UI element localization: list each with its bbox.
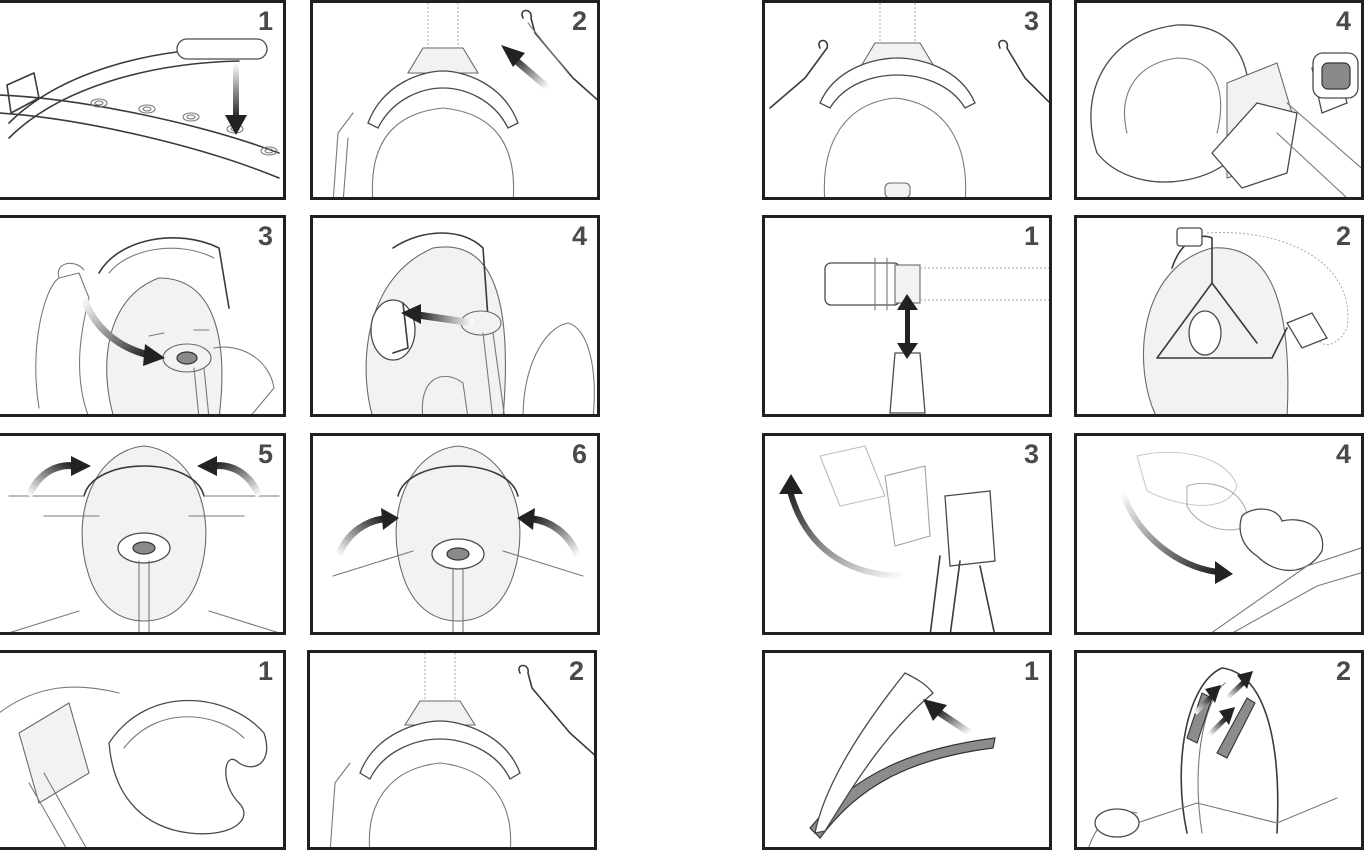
instruction-panel-d2: 2 <box>1074 215 1364 417</box>
step-number: 5 <box>257 439 273 469</box>
instruction-panel-b1: 1 <box>0 650 286 850</box>
front-view-top-straps-illustration <box>8 445 280 632</box>
cushion-detach-illustration <box>0 686 268 847</box>
frame-clip-illustration <box>329 653 594 847</box>
front-view-lower-straps-illustration <box>332 445 584 632</box>
step-number: 4 <box>1335 439 1351 469</box>
clip-rotation-illustration <box>819 445 996 632</box>
step-number: 1 <box>257 6 273 36</box>
step-number: 2 <box>1335 221 1351 251</box>
instruction-panel-d4: 4 <box>1074 433 1364 635</box>
instruction-panel-a3: 3 <box>0 215 286 417</box>
step-number: 2 <box>571 6 587 36</box>
instruction-panel-c3: 3 <box>762 0 1052 200</box>
mask-frame-illustration <box>332 3 597 197</box>
instruction-panel-d1: 1 <box>762 215 1052 417</box>
step-number: 3 <box>1023 6 1039 36</box>
step-number: 3 <box>257 221 273 251</box>
step-number: 4 <box>571 221 587 251</box>
instruction-panel-e1: 1 <box>762 650 1052 850</box>
instruction-panel-b2: 2 <box>307 650 597 850</box>
step-number: 3 <box>1023 439 1039 469</box>
peel-arrow-icon <box>923 699 972 736</box>
step-number: 2 <box>568 656 584 686</box>
adjust-headgear-side-illustration <box>365 232 595 414</box>
peel-strip-illustration <box>809 672 996 839</box>
curved-arrow-icon <box>80 296 165 366</box>
instruction-panel-d3: 3 <box>762 433 1052 635</box>
upward-curved-arrow-icon <box>779 474 906 579</box>
frame-both-clips-illustration <box>769 3 1049 197</box>
instruction-panel-a6: 6 <box>310 433 600 635</box>
down-arrow-icon <box>225 63 247 135</box>
step-number: 2 <box>1335 656 1351 686</box>
instruction-panel-a5: 5 <box>0 433 286 635</box>
fit-mask-face-illustration <box>35 237 275 414</box>
up-curved-arrows-icon <box>25 456 263 498</box>
diagonal-arrow-icon <box>501 45 551 91</box>
instruction-panel-a1: 1 <box>0 0 286 200</box>
instruction-panel-c4: 4 <box>1074 0 1364 200</box>
headgear-strap-illustration <box>0 38 280 179</box>
tube-connector-illustration <box>824 257 1049 414</box>
instruction-panel-a2: 2 <box>310 0 600 200</box>
vertical-double-arrow-icon <box>897 294 918 359</box>
step-number: 1 <box>1023 656 1039 686</box>
outward-curved-arrows-icon <box>334 508 582 558</box>
instruction-panel-a4: 4 <box>310 215 600 417</box>
diagonal-arrows-icon <box>1193 671 1253 737</box>
step-number: 4 <box>1335 6 1351 36</box>
step-number: 1 <box>257 656 273 686</box>
cushion-swap-illustration <box>1136 451 1361 632</box>
side-head-tube-illustration <box>1143 227 1349 414</box>
down-curved-arrow-icon <box>1119 490 1233 584</box>
instruction-panel-e2: 2 <box>1074 650 1364 850</box>
step-number: 6 <box>571 439 587 469</box>
step-number: 1 <box>1023 221 1039 251</box>
left-arrow-icon <box>401 304 474 327</box>
mask-assembly-illustration <box>1090 24 1361 197</box>
